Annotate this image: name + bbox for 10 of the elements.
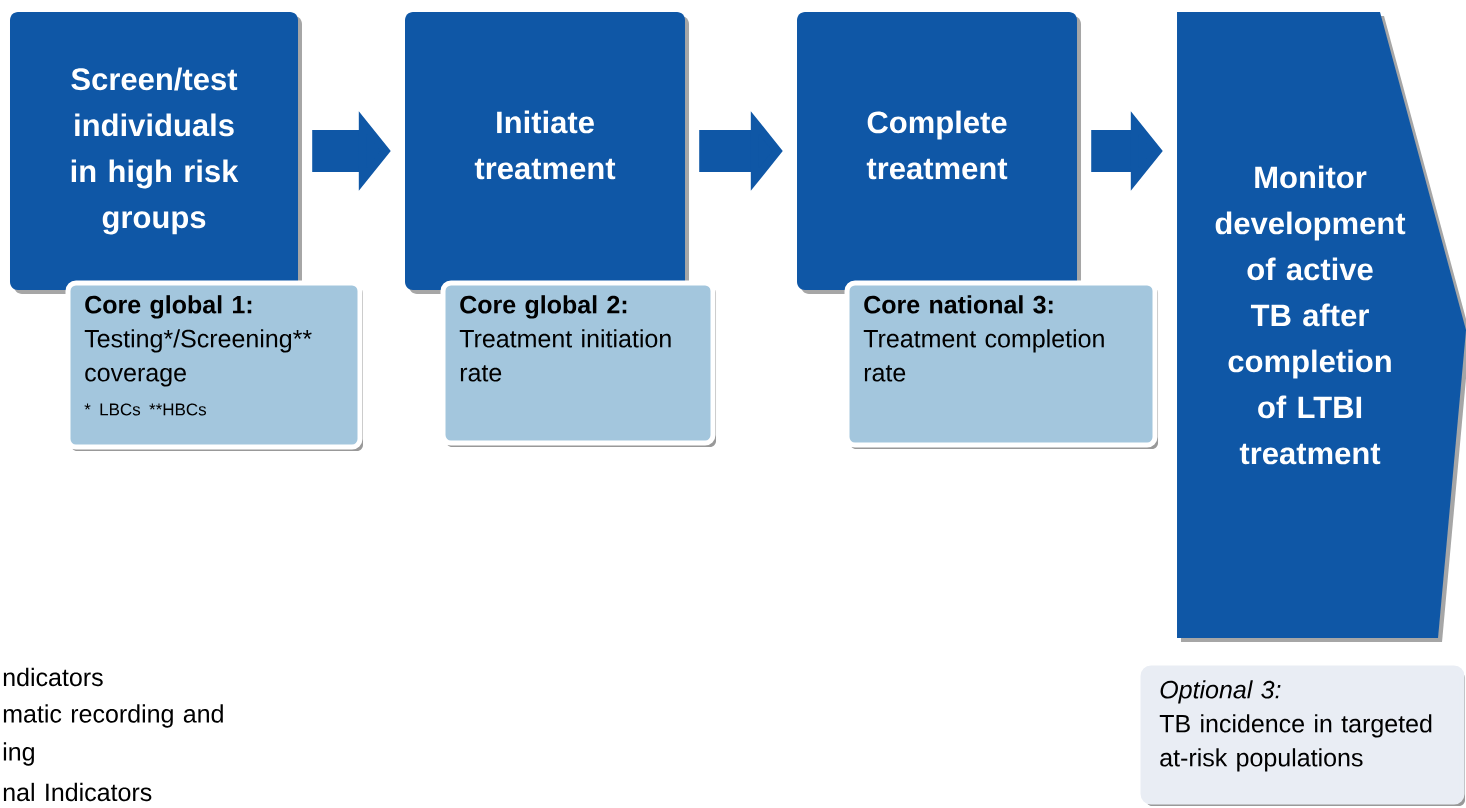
indicator-box: Core global 1: Testing*/Screening** coverage * LBCs **HBCs <box>65 280 363 451</box>
process-box: Initiate treatment <box>405 12 689 294</box>
indicator-box: Core national 3: Treatment completion rate <box>844 280 1158 449</box>
process-box: Complete treatment <box>797 12 1081 294</box>
legend-text: nal Indicators <box>3 782 152 802</box>
legend-text: ndicators <box>3 667 103 687</box>
process-box: Screen/test individuals in high risk groups <box>10 12 302 294</box>
indicator-box: Optional 3: TB incidence in targeted at-risk populations <box>1140 665 1465 806</box>
indicator-box: Core global 2: Treatment initiation rate <box>440 280 716 447</box>
process-box: Monitor development of active TB after completion of LTBI treatment <box>1177 12 1466 642</box>
